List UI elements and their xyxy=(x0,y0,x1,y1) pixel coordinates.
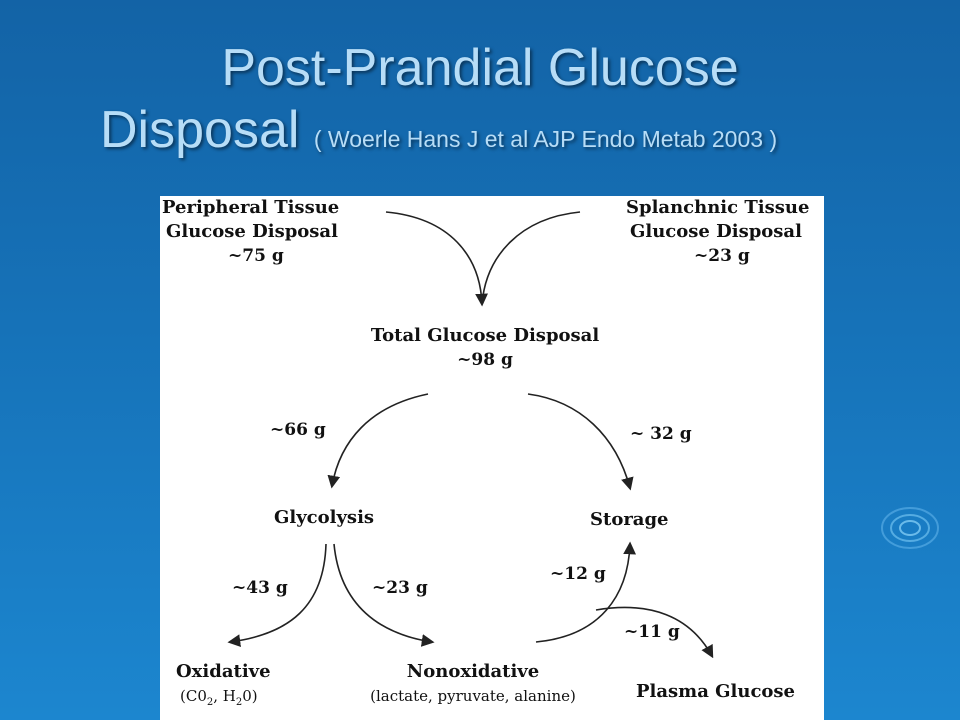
total-amount: ~98 g xyxy=(457,350,513,370)
arrow-total-to-glycolysis xyxy=(327,393,429,489)
ripple-decoration xyxy=(881,507,939,549)
oxidative-detail-a: (C0 xyxy=(180,687,207,705)
title-line-1: Post-Prandial Glucose xyxy=(221,39,739,97)
oxidative-detail: (C02, H20) xyxy=(176,684,271,715)
nonoxidative-line: Nonoxidative xyxy=(406,661,540,682)
oxidative-sub-1: 2 xyxy=(206,697,214,708)
oxidative-detail-b: , H xyxy=(213,687,236,705)
diagram-arrows xyxy=(227,211,714,659)
peripheral-line1: Peripheral Tissue xyxy=(162,197,340,218)
plasma-glucose-label: Plasma Glucose xyxy=(636,681,795,702)
label-11g: ~11 g xyxy=(624,622,680,642)
total-line: Total Glucose Disposal xyxy=(370,325,600,346)
arrow-peripheral-to-total xyxy=(385,211,488,307)
nonoxidative-label: Nonoxidative (lactate, pyruvate, alanine… xyxy=(348,660,598,708)
label-23g-nonox: ~23 g xyxy=(372,578,428,598)
slide-title: Post-Prandial Glucose Disposal ( Woerle … xyxy=(0,38,960,171)
citation: ( Woerle Hans J et al AJP Endo Metab 200… xyxy=(313,126,778,152)
title-disposal: Disposal xyxy=(100,101,300,159)
title-line-2: Disposal ( Woerle Hans J et al AJP Endo … xyxy=(0,98,960,171)
label-12g: ~12 g xyxy=(550,564,606,584)
peripheral-disposal-label: Peripheral Tissue Glucose Disposal ~75 g xyxy=(162,196,339,268)
arrow-glycolysis-to-nonoxidative xyxy=(333,543,435,647)
total-disposal-label: Total Glucose Disposal ~98 g xyxy=(358,324,612,372)
label-43g: ~43 g xyxy=(232,578,288,598)
peripheral-amount: ~75 g xyxy=(228,246,284,266)
arrow-splanchnic-to-total xyxy=(481,211,581,305)
splanchnic-line1: Splanchnic Tissue xyxy=(626,197,810,218)
splanchnic-disposal-label: Splanchnic Tissue Glucose Disposal ~23 g xyxy=(626,196,809,268)
splanchnic-amount: ~23 g xyxy=(694,246,750,266)
nonoxidative-detail: (lactate, pyruvate, alanine) xyxy=(370,687,576,705)
arrow-to-plasma xyxy=(595,606,714,659)
oxidative-detail-c: 0) xyxy=(242,687,258,705)
oxidative-sub-2: 2 xyxy=(235,697,243,708)
oxidative-line: Oxidative xyxy=(176,661,271,682)
flow-diagram: Peripheral Tissue Glucose Disposal ~75 g… xyxy=(160,196,824,720)
splanchnic-line2: Glucose Disposal xyxy=(630,221,802,242)
storage-label: Storage xyxy=(590,509,669,530)
peripheral-line2: Glucose Disposal xyxy=(166,221,338,242)
label-32g: ~ 32 g xyxy=(630,424,692,444)
arrow-glycolysis-to-oxidative xyxy=(227,543,327,647)
arrow-nonox-to-storage xyxy=(535,541,636,643)
oxidative-label: Oxidative (C02, H20) xyxy=(176,660,271,715)
label-66g: ~66 g xyxy=(270,420,326,440)
glycolysis-label: Glycolysis xyxy=(274,507,375,528)
arrow-total-to-storage xyxy=(527,393,634,491)
